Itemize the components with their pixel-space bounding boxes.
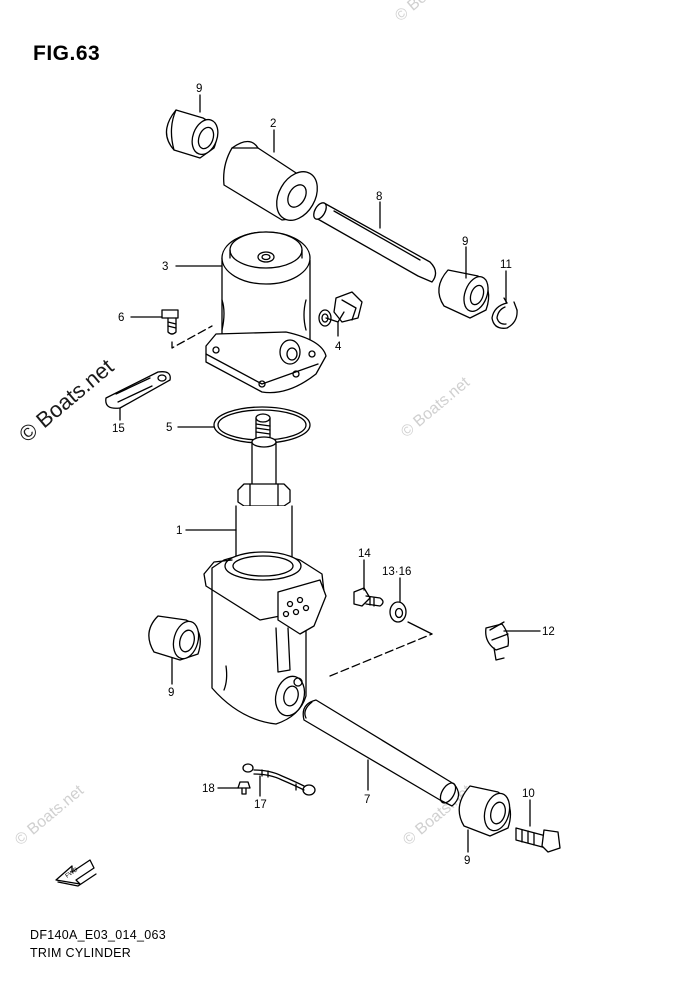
model-code: DF140A_E03_014_063	[30, 928, 167, 942]
bolt-part-10	[515, 827, 561, 853]
cylinder-part-1	[203, 413, 327, 725]
clamp-part-12	[485, 621, 510, 661]
callout-14: 14	[358, 548, 371, 560]
figure-caption: TRIM CYLINDER	[30, 946, 132, 960]
pin-part-8	[313, 202, 437, 283]
callout-8: 8	[376, 191, 382, 203]
callout-6: 6	[118, 312, 124, 324]
bolt-part-6	[161, 309, 179, 335]
callout-2: 2	[270, 118, 276, 130]
bushing-left-part-9	[148, 615, 201, 661]
washer-part-13-16	[389, 601, 407, 623]
callout-17: 17	[254, 799, 267, 811]
ground-wire-part-17	[242, 763, 316, 796]
callout-18: 18	[202, 783, 215, 795]
leader-dashed-lower	[329, 633, 433, 677]
screw-part-18	[237, 781, 251, 795]
housing-part-3	[205, 231, 327, 394]
callout-9-bottom: 9	[464, 855, 470, 867]
callout-7: 7	[364, 794, 370, 806]
callout-13-16: 13·16	[382, 566, 411, 578]
bushing-right-part-9	[438, 269, 490, 319]
callout-4: 4	[335, 341, 342, 353]
callout-9-right: 9	[462, 236, 468, 248]
callout-11: 11	[500, 259, 512, 271]
callout-10: 10	[522, 788, 535, 800]
pin-part-7	[302, 699, 460, 807]
callout-numbers: 9 2 8 9 11 3 6 4 15 5 1 14 13·16 12 9 7 …	[112, 83, 555, 867]
leader-lines	[119, 94, 541, 853]
figure-title: FIG.63	[33, 42, 101, 65]
callout-3: 3	[162, 261, 168, 273]
callout-15: 15	[112, 423, 125, 435]
callout-5: 5	[166, 422, 172, 434]
sleeve-part-2	[223, 140, 318, 221]
callout-9-left: 9	[168, 687, 174, 699]
fitting-part-4	[318, 291, 363, 327]
circlip-part-11	[491, 297, 518, 329]
fwd-arrow-icon	[55, 859, 97, 887]
bushing-top-part-9	[165, 109, 219, 159]
bushing-lower-right-part-9	[458, 785, 512, 837]
bolt-6-leader	[171, 325, 213, 349]
callout-1: 1	[176, 525, 182, 537]
clip-part-15	[105, 371, 171, 409]
bolt-part-14	[353, 587, 384, 607]
callout-12: 12	[542, 626, 555, 638]
callout-9-top: 9	[196, 83, 202, 95]
